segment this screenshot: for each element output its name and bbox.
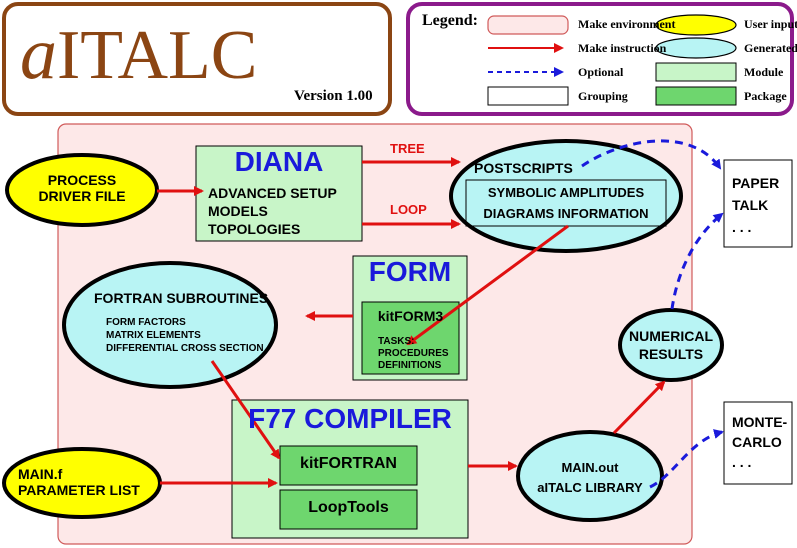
legend-label-package: Package — [744, 89, 787, 103]
loop-label: LOOP — [390, 202, 427, 217]
main-out — [516, 430, 664, 522]
f77-title: F77 COMPILER — [248, 403, 452, 434]
legend-label-make-instruction: Make instruction — [578, 41, 667, 55]
legend-title: Legend: — [422, 12, 478, 29]
fortran-subroutines-title: FORTRAN SUBROUTINES — [94, 290, 269, 306]
legend-swatch-user-input — [655, 14, 737, 36]
form-title: FORM — [368, 256, 452, 287]
tree-label: TREE — [390, 141, 425, 156]
main-f-label: MAIN.f PARAMETER LIST — [18, 466, 140, 499]
diana-items: ADVANCED SETUP MODELS TOPOLOGIES — [208, 185, 337, 237]
monte-carlo-box — [723, 401, 793, 485]
numerical-results-label: NUMERICAL RESULTS — [629, 328, 713, 362]
monte-carlo-label: MONTE- CARLO . . . — [732, 414, 788, 470]
legend-label-make-environment: Make environment — [578, 17, 676, 31]
looptools-label: LoopTools — [308, 499, 389, 516]
logo-frame — [2, 2, 392, 116]
diana-output — [449, 139, 683, 253]
legend-swatch-grouping — [487, 86, 569, 106]
legend-label-optional: Optional — [578, 65, 624, 79]
diana-module — [195, 145, 363, 242]
process-driver-label: PROCESS DRIVER FILE — [38, 172, 126, 205]
numerical-results — [618, 308, 724, 382]
legend-label-generated-file: Generated file — [744, 41, 797, 55]
postscripts-label: POSTSCRIPTS — [474, 160, 573, 176]
amplitudes-label: SYMBOLIC AMPLITUDES DIAGRAMS INFORMATION — [483, 185, 649, 221]
legend-label-user-input-file: User input file — [744, 17, 797, 31]
main-out-label: MAIN.out aITALC LIBRARY — [537, 460, 643, 495]
paper-talk-label: PAPER TALK . . . — [732, 175, 780, 235]
legend-label-grouping: Grouping — [578, 89, 628, 103]
arrow-postscripts-to-paper — [581, 139, 722, 170]
logo-version: Version 1.00 — [294, 88, 373, 104]
legend-swatch-module — [655, 62, 737, 82]
paper-talk-box — [723, 159, 793, 248]
form-tasks: TASKS: PROCEDURES DEFINITIONS — [378, 336, 449, 371]
legend-label-module: Module — [744, 65, 784, 79]
arrow-mainout-to-results — [612, 380, 666, 435]
arrow-fortran-to-kitfortran — [210, 360, 281, 460]
fortran-subroutines — [62, 261, 278, 389]
logo-prefix: a — [20, 13, 57, 95]
arrow-mainout-to-montecarlo — [649, 429, 724, 489]
f77-package-looptools — [279, 489, 418, 530]
f77-package-kitfortran — [279, 445, 418, 486]
legend-swatch-package — [655, 86, 737, 106]
fortran-subroutines-items: FORM FACTORS MATRIX ELEMENTS DIFFERENTIA… — [106, 317, 264, 354]
logo: aITALC — [20, 14, 257, 94]
diana-title: DIANA — [234, 146, 324, 177]
legend-swatch-generated — [655, 37, 737, 59]
kitform3-label: kitFORM3 — [377, 308, 444, 324]
kitfortran-label: kitFORTRAN — [300, 455, 397, 472]
arrow-amplitudes-to-form — [406, 224, 569, 346]
legend-swatch-make-environment — [487, 15, 569, 35]
logo-name: ITALC — [57, 17, 258, 94]
